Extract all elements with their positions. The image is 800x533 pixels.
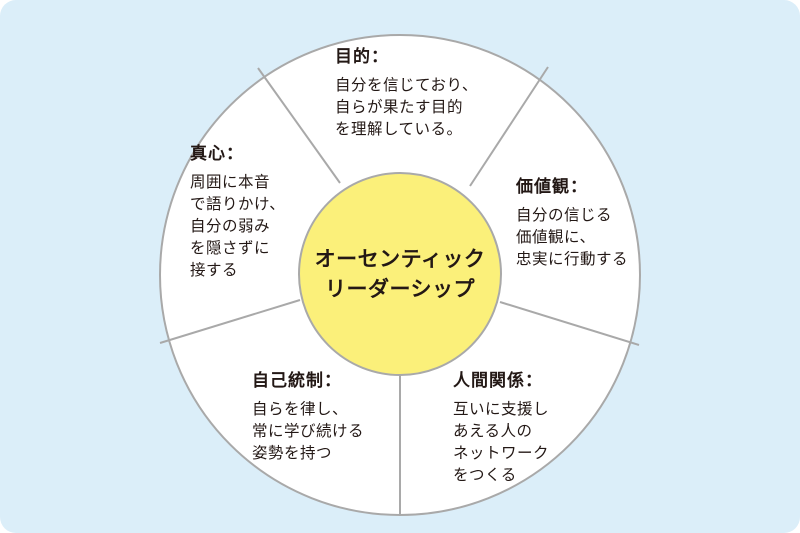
segment-body: 自分の信じる 価値観に、 忠実に行動する	[516, 206, 629, 268]
segment-body: 自分を信じており、 自らが果たす目的 を理解している。	[335, 76, 478, 138]
divider-line-5	[159, 299, 301, 344]
segment-purpose: 目的： 自分を信じており、 自らが果たす目的 を理解している。	[335, 46, 478, 140]
segment-title: 目的：	[335, 47, 389, 67]
segment-title: 価値観：	[516, 177, 588, 197]
center-circle	[298, 172, 502, 376]
divider-line-2	[469, 66, 549, 187]
segment-self-discipline: 自己統制： 自らを律し、 常に学び続ける 姿勢を持つ	[252, 370, 364, 464]
divider-line-3	[499, 301, 640, 346]
segment-body: 自らを律し、 常に学び続ける 姿勢を持つ	[252, 400, 365, 462]
segment-values: 価値観： 自分の信じる 価値観に、 忠実に行動する	[516, 176, 628, 270]
segment-title: 真心：	[190, 144, 244, 164]
segment-body: 互いに支援し あえる人の ネットワーク をつくる	[453, 400, 550, 484]
divider-line-1	[257, 67, 341, 184]
segment-title: 人間関係：	[453, 371, 543, 391]
center-label-box: オーセンティック リーダーシップ	[300, 174, 500, 374]
center-label: オーセンティック リーダーシップ	[314, 247, 486, 301]
segment-title: 自己統制：	[252, 371, 342, 391]
segment-relationships: 人間関係： 互いに支援し あえる人の ネットワーク をつくる	[453, 370, 549, 486]
segment-heart: 真心： 周囲に本音 で語りかけ、 自分の弱み を隠さずに 接する	[190, 143, 285, 281]
segment-body: 周囲に本音 で語りかけ、 自分の弱み を隠さずに 接する	[190, 173, 286, 279]
